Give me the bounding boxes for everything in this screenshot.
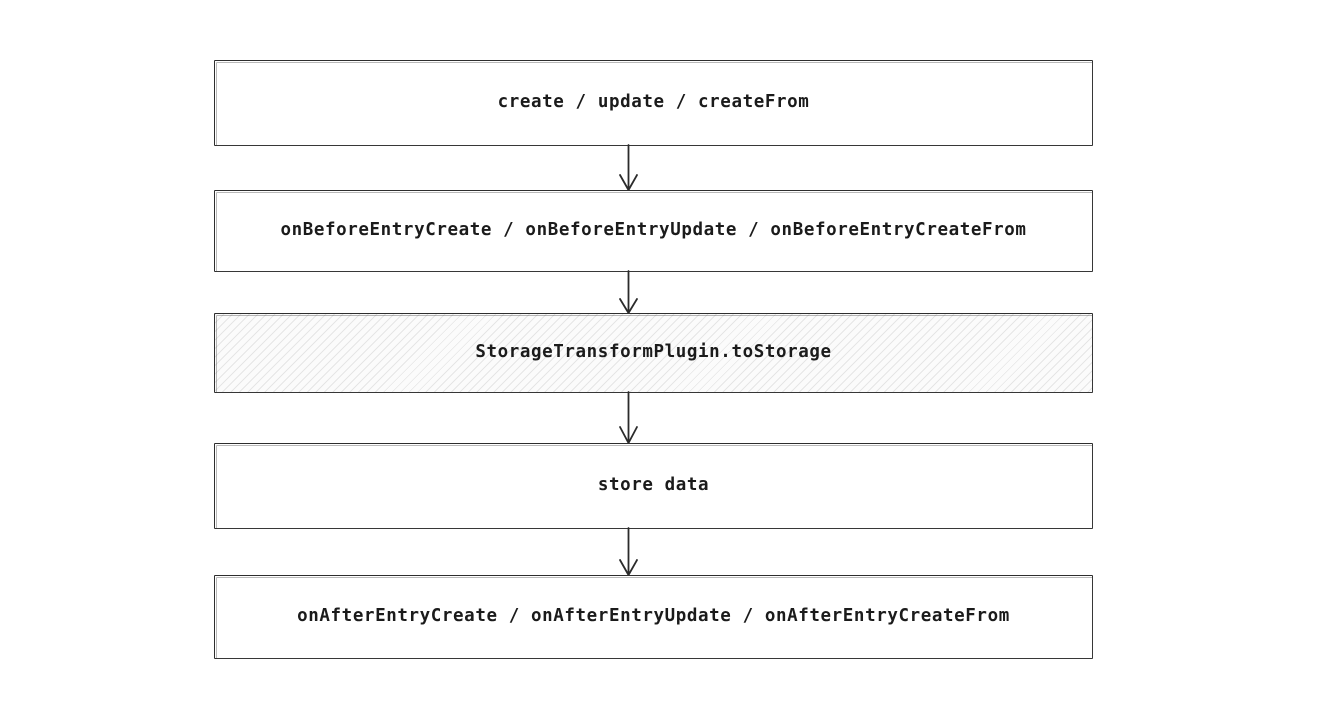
- flow-node-storage-transform-plugin-tostorage[interactable]: StorageTransformPlugin.toStorage: [214, 313, 1093, 393]
- flow-connector-arrow: [598, 527, 660, 577]
- flow-node-label: StorageTransformPlugin.toStorage: [475, 342, 832, 363]
- flow-node-store-data[interactable]: store data: [214, 443, 1093, 529]
- flow-node-create-update-createfrom[interactable]: create / update / createFrom: [214, 60, 1093, 146]
- down-arrow-icon: [619, 527, 638, 577]
- down-arrow-icon: [619, 391, 638, 445]
- down-arrow-icon: [619, 144, 638, 192]
- flow-node-label: create / update / createFrom: [497, 92, 810, 113]
- flow-node-on-after-entry-hooks[interactable]: onAfterEntryCreate / onAfterEntryUpdate …: [214, 575, 1093, 659]
- down-arrow-icon: [619, 270, 638, 315]
- flow-node-label: onAfterEntryCreate / onAfterEntryUpdate …: [297, 606, 1010, 627]
- flow-connector-arrow: [598, 391, 660, 445]
- flow-connector-arrow: [598, 270, 660, 315]
- flow-node-on-before-entry-hooks[interactable]: onBeforeEntryCreate / onBeforeEntryUpdat…: [214, 190, 1093, 272]
- flow-node-label: store data: [597, 475, 710, 496]
- flow-connector-arrow: [598, 144, 660, 192]
- flow-node-label: onBeforeEntryCreate / onBeforeEntryUpdat…: [280, 220, 1027, 241]
